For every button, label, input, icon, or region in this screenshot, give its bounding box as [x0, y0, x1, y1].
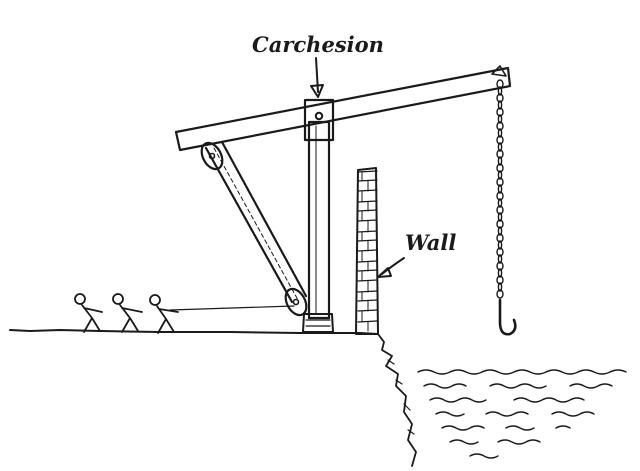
wall-arrow: [377, 257, 405, 278]
man-figure-1: [74, 293, 103, 333]
water: [417, 369, 627, 459]
hook-icon: [498, 298, 517, 336]
boom-beam: [174, 66, 512, 152]
carchesion-label: Carchesion: [252, 32, 384, 57]
cliff-edge: [377, 333, 417, 467]
pulley-tackle: [200, 140, 308, 317]
man-figure-3: [149, 294, 179, 334]
wall-label: Wall: [405, 230, 456, 255]
carchesion-arrow: [310, 57, 324, 98]
pull-rope: [169, 305, 295, 311]
mast: [302, 98, 335, 333]
chain: [491, 65, 507, 299]
ground-line: [9, 329, 379, 335]
man-figure-2: [112, 293, 143, 333]
stone-wall: [355, 167, 379, 335]
